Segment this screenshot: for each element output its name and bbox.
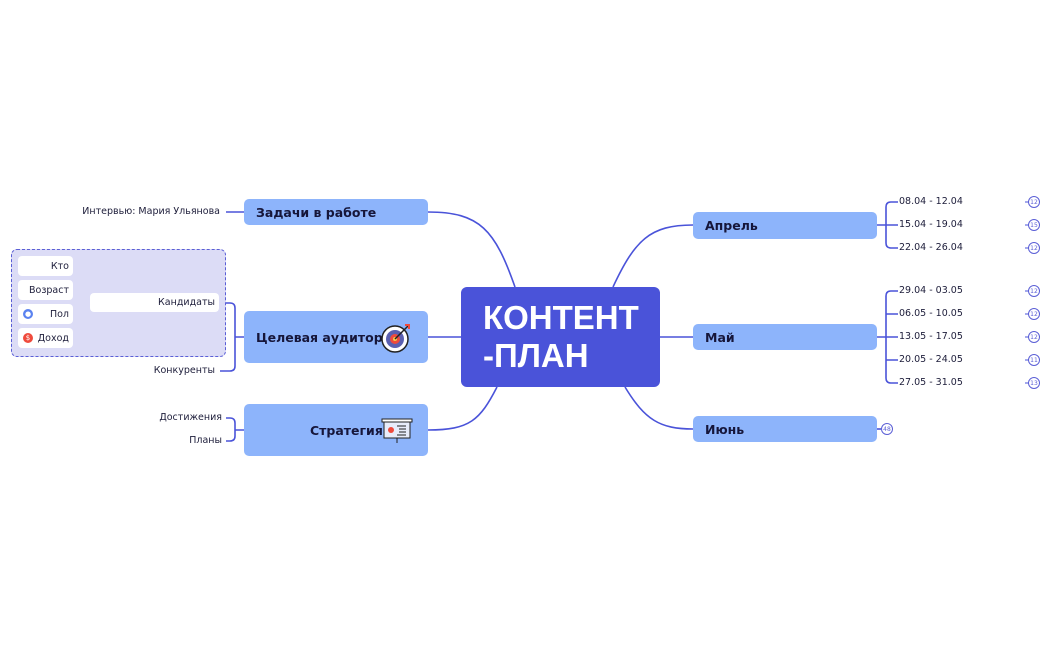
- central-topic-line2: -ПЛАН: [483, 337, 589, 374]
- count-badge[interactable]: 15: [1028, 219, 1040, 231]
- week-item[interactable]: 08.04 - 12.04: [899, 196, 963, 207]
- topic-label: Июнь: [705, 421, 745, 437]
- topic-may[interactable]: Май: [693, 324, 877, 350]
- subtopic-plans[interactable]: Планы: [189, 435, 222, 446]
- presentation-board-icon: [381, 418, 413, 443]
- topic-june[interactable]: Июнь: [693, 416, 877, 442]
- week-item[interactable]: 15.04 - 19.04: [899, 219, 963, 230]
- count-badge[interactable]: 12: [1028, 196, 1040, 208]
- subtopic-candidates[interactable]: Кандидаты: [90, 293, 219, 312]
- dollar-icon: $: [23, 333, 33, 343]
- count-badge[interactable]: 12: [1028, 308, 1040, 320]
- user-icon: ●: [23, 309, 33, 319]
- topic-label: Стратегия: [310, 422, 383, 438]
- count-badge[interactable]: 11: [1028, 354, 1040, 366]
- central-topic[interactable]: КОНТЕНТ -ПЛАН: [461, 287, 660, 387]
- topic-april[interactable]: Апрель: [693, 212, 877, 239]
- week-item[interactable]: 29.04 - 03.05: [899, 285, 963, 296]
- topic-strategy[interactable]: Стратегия: [244, 404, 428, 456]
- subtopic-age[interactable]: Возраст: [18, 280, 73, 300]
- week-item[interactable]: 13.05 - 17.05: [899, 331, 963, 342]
- count-badge[interactable]: 48: [881, 423, 893, 435]
- topic-label: Задачи в работе: [256, 204, 377, 220]
- subtopic-label: Пол: [49, 308, 69, 320]
- subtopic-competitors[interactable]: Конкуренты: [153, 365, 215, 376]
- subtopic-gender[interactable]: ● Пол: [18, 304, 73, 324]
- subtopic-interview[interactable]: Интервью: Мария Ульянова: [82, 206, 220, 217]
- central-topic-line1: КОНТЕНТ: [483, 299, 639, 336]
- topic-tasks[interactable]: Задачи в работе: [244, 199, 428, 225]
- week-item[interactable]: 06.05 - 10.05: [899, 308, 963, 319]
- week-item[interactable]: 20.05 - 24.05: [899, 354, 963, 365]
- topic-label: Май: [705, 329, 735, 345]
- target-icon: [381, 324, 410, 353]
- subtopic-who[interactable]: Кто: [18, 256, 73, 276]
- count-badge[interactable]: 13: [1028, 377, 1040, 389]
- count-badge[interactable]: 12: [1028, 285, 1040, 297]
- topic-label: Целевая аудитория: [256, 329, 400, 345]
- subtopic-income[interactable]: $ Доход: [18, 328, 73, 348]
- subtopic-label: Кандидаты: [158, 297, 215, 308]
- subtopic-label: Кто: [50, 260, 69, 272]
- week-item[interactable]: 27.05 - 31.05: [899, 377, 963, 388]
- subtopic-label: Возраст: [29, 284, 69, 296]
- topic-label: Апрель: [705, 218, 758, 233]
- topic-audience[interactable]: Целевая аудитория: [244, 311, 428, 363]
- count-badge[interactable]: 12: [1028, 242, 1040, 254]
- subtopic-label: Доход: [37, 332, 69, 344]
- week-item[interactable]: 22.04 - 26.04: [899, 242, 963, 253]
- count-badge[interactable]: 12: [1028, 331, 1040, 343]
- subtopic-achievements[interactable]: Достижения: [159, 412, 222, 423]
